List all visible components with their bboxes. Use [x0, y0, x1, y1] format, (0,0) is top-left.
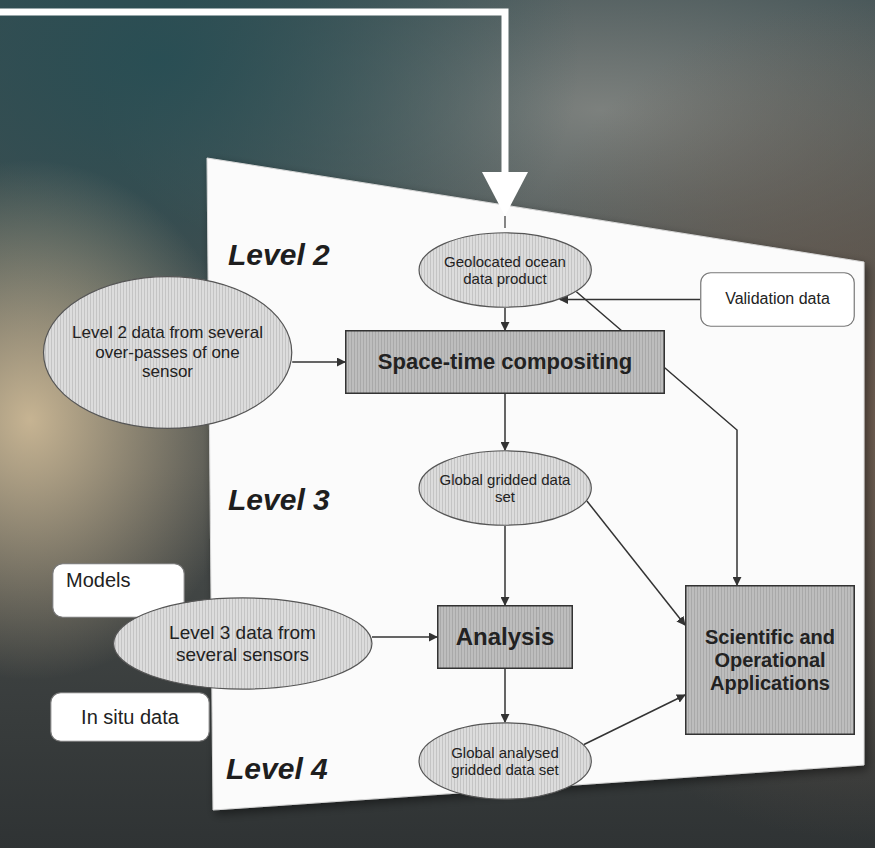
flow-arrow	[587, 501, 685, 625]
node-text: Level 3 data from several sensors	[140, 622, 344, 666]
box-outline	[686, 586, 855, 735]
node-text: Geolocated ocean data product	[437, 253, 573, 288]
box-outline	[438, 606, 573, 669]
flow-arrow	[560, 299, 700, 301]
flow-arrow	[584, 695, 685, 745]
node-text: Global analysed gridded data set	[437, 744, 573, 779]
rounded-outline	[51, 693, 210, 742]
flow-arrow	[504, 308, 506, 330]
level-label: Level 3	[228, 483, 330, 517]
data-ellipse: Global gridded data set	[418, 450, 592, 526]
flow-arrow	[504, 394, 506, 450]
process-box: Scientific and Operational Applications	[685, 585, 855, 735]
box-outline	[346, 331, 665, 394]
ellipse-outline	[113, 598, 371, 689]
ellipse-outline	[419, 233, 591, 307]
node-text: In situ data	[81, 706, 179, 729]
input-arrow-head	[482, 172, 528, 216]
input-arrow-stub	[504, 216, 505, 228]
ellipse-outline	[43, 277, 291, 429]
ellipse-outline	[419, 451, 591, 525]
process-box: Analysis	[437, 605, 573, 669]
data-ellipse: Global analysed gridded data set	[418, 722, 592, 800]
node-text: Analysis	[456, 623, 555, 651]
rounded-outline	[701, 273, 855, 327]
node-text: Level 2 data from several over-passes of…	[69, 323, 265, 382]
flow-arrow	[504, 669, 506, 722]
level-label: Level 2	[228, 238, 330, 272]
input-arrow-line	[0, 12, 505, 176]
flow-arrow	[292, 361, 345, 363]
source-box: Validation data	[700, 272, 855, 327]
ellipse-outline	[419, 723, 591, 799]
data-ellipse: Geolocated ocean data product	[418, 232, 592, 308]
data-ellipse: Level 3 data from several sensors	[112, 597, 374, 690]
node-text: Validation data	[725, 290, 830, 308]
node-text: Space-time compositing	[378, 349, 632, 374]
flow-arrow	[372, 636, 437, 638]
source-box: In situ data	[50, 692, 210, 742]
node-text: Scientific and Operational Applications	[693, 626, 847, 695]
paper-card	[207, 158, 864, 810]
data-ellipse: Level 2 data from several over-passes of…	[42, 275, 293, 430]
level-label: Level 4	[226, 752, 328, 786]
node-text: Global gridded data set	[437, 471, 573, 506]
node-text: Models	[66, 569, 130, 592]
process-box: Space-time compositing	[345, 330, 665, 394]
flow-arrow	[504, 526, 506, 605]
